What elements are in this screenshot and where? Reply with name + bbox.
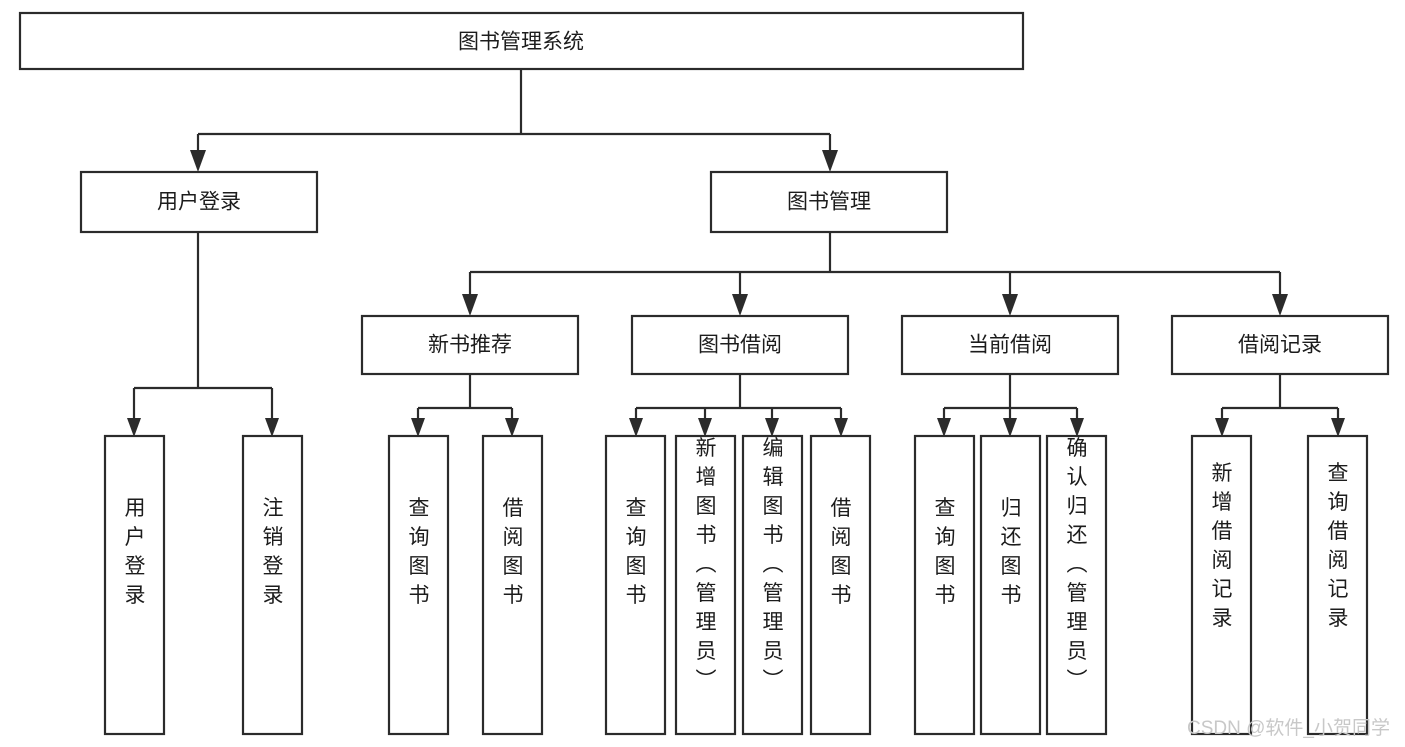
leaf-nb-borrow-book-label: 借阅图书: [503, 497, 524, 607]
leaf-cu-confirm-return[interactable]: 确认归还︵管理员︶: [1045, 434, 1108, 736]
arrowhead-br-leaf-3: [765, 418, 779, 437]
leaf-nb-query-book-box[interactable]: [387, 434, 450, 736]
connector-group: [127, 69, 1345, 437]
arrowhead-rc-leaf-2: [1331, 418, 1345, 437]
leaf-nb-borrow-book-box[interactable]: [481, 434, 544, 736]
node-book-management[interactable]: 图书管理: [709, 170, 949, 234]
leaf-logout[interactable]: 注销登录: [241, 434, 304, 736]
leaf-rc-add-record-box[interactable]: [1190, 434, 1253, 736]
leaf-br-edit-book[interactable]: 编辑图书︵管理员︶: [741, 434, 804, 736]
leaf-cu-query-book[interactable]: 查询图书: [913, 434, 976, 736]
node-new-book-recommend-label: 新书推荐: [428, 334, 512, 357]
arrowhead-new-books: [462, 294, 478, 316]
leaf-user-login-label: 用户登录: [125, 497, 146, 607]
node-new-book-recommend-box[interactable]: [360, 314, 580, 376]
leaf-nb-borrow-book[interactable]: 借阅图书: [481, 434, 544, 736]
node-root[interactable]: 图书管理系统: [18, 11, 1025, 71]
node-current-borrow-label: 当前借阅: [968, 334, 1052, 357]
leaf-rc-query-record-box[interactable]: [1306, 434, 1369, 736]
leaf-br-add-book-label: 新增图书︵管理员︶: [696, 437, 717, 692]
node-root-box[interactable]: [18, 11, 1025, 71]
leaf-br-add-book[interactable]: 新增图书︵管理员︶: [674, 434, 737, 736]
arrowhead-records: [1272, 294, 1288, 316]
leaf-br-query-book-box[interactable]: [604, 434, 667, 736]
leaf-br-edit-book-label: 编辑图书︵管理员︶: [763, 437, 784, 692]
arrowhead-nb-leaf-1: [411, 418, 425, 437]
arrowhead-nb-leaf-2: [505, 418, 519, 437]
leaf-logout-box[interactable]: [241, 434, 304, 736]
arrowhead-user-login: [190, 150, 206, 172]
arrowhead-cu-leaf-3: [1070, 418, 1084, 437]
node-book-borrow[interactable]: 图书借阅: [630, 314, 850, 376]
arrowhead-br-leaf-1: [629, 418, 643, 437]
leaf-rc-add-record-label: 新增借阅记录: [1212, 462, 1233, 630]
leaf-nb-query-book[interactable]: 查询图书: [387, 434, 450, 736]
arrowhead-cu-leaf-2: [1003, 418, 1017, 437]
node-book-borrow-label: 图书借阅: [698, 334, 782, 357]
leaf-rc-query-record[interactable]: 查询借阅记录: [1306, 434, 1369, 736]
arrowhead-leaf-logout: [265, 418, 279, 437]
node-book-management-box[interactable]: [709, 170, 949, 234]
leaf-cu-confirm-return-label: 确认归还︵管理员︶: [1067, 437, 1088, 692]
arrowhead-br-leaf-4: [834, 418, 848, 437]
arrowhead-book-mgmt: [822, 150, 838, 172]
leaf-cu-return-book[interactable]: 归还图书: [979, 434, 1042, 736]
leaf-user-login-box[interactable]: [103, 434, 166, 736]
arrowhead-br-leaf-2: [698, 418, 712, 437]
node-user-login-label: 用户登录: [157, 191, 241, 214]
node-current-borrow[interactable]: 当前借阅: [900, 314, 1120, 376]
arrowhead-leaf-user-login: [127, 418, 141, 437]
node-borrow-records-box[interactable]: [1170, 314, 1390, 376]
leaf-br-borrow-book-box[interactable]: [809, 434, 872, 736]
leaf-logout-label: 注销登录: [263, 497, 284, 607]
node-borrow-records-label: 借阅记录: [1238, 334, 1322, 357]
node-current-borrow-box[interactable]: [900, 314, 1120, 376]
leaf-br-edit-book-box[interactable]: [741, 434, 804, 736]
node-book-management-label: 图书管理: [787, 191, 871, 214]
leaf-rc-add-record[interactable]: 新增借阅记录: [1190, 434, 1253, 736]
leaf-br-query-book-label: 查询图书: [626, 497, 647, 607]
leaf-rc-query-record-label: 查询借阅记录: [1328, 462, 1349, 630]
leaf-user-login[interactable]: 用户登录: [103, 434, 166, 736]
leaf-nb-query-book-label: 查询图书: [409, 497, 430, 607]
leaf-cu-return-book-label: 归还图书: [1001, 497, 1022, 607]
leaf-br-borrow-book-label: 借阅图书: [831, 497, 852, 607]
leaf-br-borrow-book[interactable]: 借阅图书: [809, 434, 872, 736]
node-root-label: 图书管理系统: [458, 31, 584, 54]
node-new-book-recommend[interactable]: 新书推荐: [360, 314, 580, 376]
arrowhead-borrow: [732, 294, 748, 316]
node-borrow-records[interactable]: 借阅记录: [1170, 314, 1390, 376]
arrowhead-current: [1002, 294, 1018, 316]
leaf-cu-query-book-box[interactable]: [913, 434, 976, 736]
watermark-label: CSDN @软件_小贺同学: [1187, 717, 1390, 739]
leaf-cu-query-book-label: 查询图书: [935, 497, 956, 607]
arrowhead-cu-leaf-1: [937, 418, 951, 437]
node-user-login-box[interactable]: [79, 170, 319, 234]
node-book-borrow-box[interactable]: [630, 314, 850, 376]
leaf-cu-return-book-box[interactable]: [979, 434, 1042, 736]
leaf-br-query-book[interactable]: 查询图书: [604, 434, 667, 736]
leaf-cu-confirm-return-box[interactable]: [1045, 434, 1108, 736]
node-user-login[interactable]: 用户登录: [79, 170, 319, 234]
leaf-br-add-book-box[interactable]: [674, 434, 737, 736]
arrowhead-rc-leaf-1: [1215, 418, 1229, 437]
